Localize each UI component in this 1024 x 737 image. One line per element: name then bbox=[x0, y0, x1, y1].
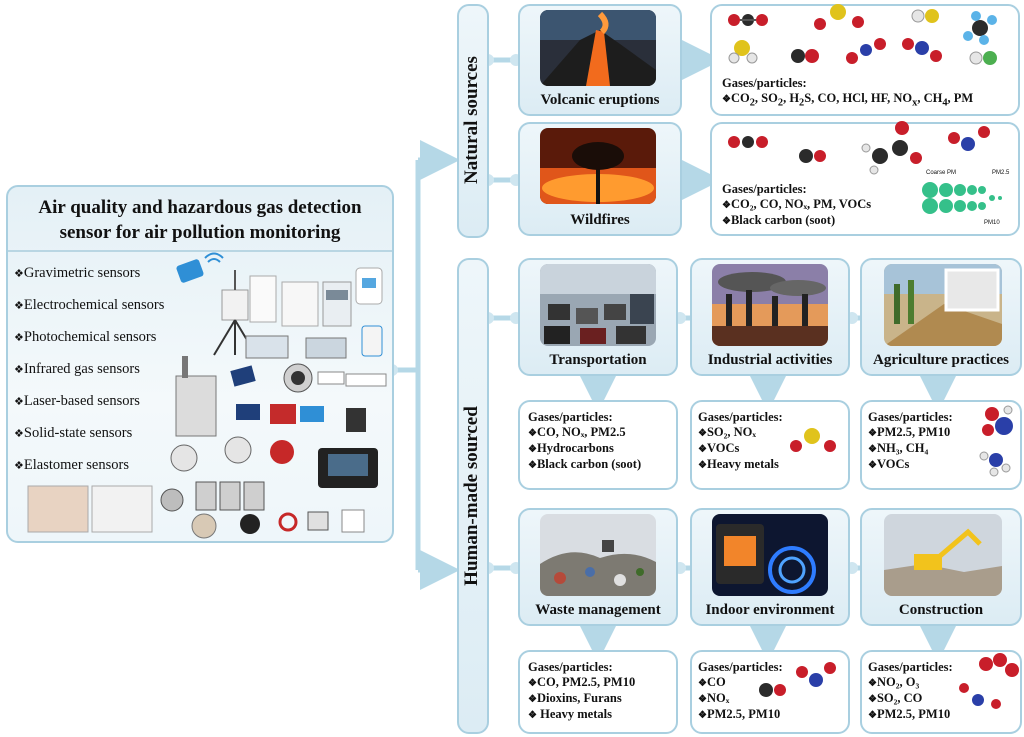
volcanic-eruptions-title: Volcanic eruptions bbox=[540, 92, 660, 108]
waste-management-title: Waste management bbox=[535, 602, 661, 618]
volcano-image bbox=[540, 10, 656, 86]
waste-gases-text: Gases/particles: CO, PM2.5, PM10 Dioxins… bbox=[528, 660, 635, 723]
construction-title: Construction bbox=[898, 602, 984, 618]
indoor-environment-title: Indoor environment bbox=[705, 602, 835, 618]
agriculture-image bbox=[884, 264, 1002, 346]
agriculture-title: Agriculture practices bbox=[873, 352, 1009, 368]
volcanic-gases-text: Gases/particles: CO2, SO2, H2S, CO, HCl,… bbox=[722, 76, 973, 111]
human-made-label: Human-made sourced bbox=[461, 406, 482, 586]
construction-gases-text: Gases/particles: NO₂, O₃ SO₂, CO PM2.5, … bbox=[868, 660, 953, 723]
indoor-environment-image bbox=[712, 514, 828, 596]
wildfire-image bbox=[540, 128, 656, 204]
volcanic-gases-list: CO2, SO2, H2S, CO, HCl, HF, NOx, CH4, PM bbox=[722, 91, 973, 111]
transportation-image bbox=[540, 264, 656, 346]
industrial-gases-text: Gases/particles: SO₂, NOₓ VOCs Heavy met… bbox=[698, 410, 783, 473]
sensor-item-gravimetric: Gravimetric sensors bbox=[14, 265, 140, 282]
human-made-bar bbox=[457, 258, 489, 734]
natural-sources-bar bbox=[457, 4, 489, 238]
industrial-image bbox=[712, 264, 828, 346]
transportation-title: Transportation bbox=[549, 352, 647, 368]
sensor-item-electrochemical: Electrochemical sensors bbox=[14, 297, 165, 314]
construction-image bbox=[884, 514, 1002, 596]
agriculture-gases-text: Gases/particles: PM2.5, PM10 NH₃, CH₄ VO… bbox=[868, 410, 953, 473]
sensor-item-solid-state: Solid-state sensors bbox=[14, 425, 132, 442]
sensor-item-elastomer: Elastomer sensors bbox=[14, 457, 129, 474]
waste-management-image bbox=[540, 514, 656, 596]
industrial-title: Industrial activities bbox=[707, 352, 833, 368]
pm-inset-label-pm10: PM10 bbox=[984, 220, 1000, 226]
wildfire-gases-text: Gases/particles: CO₂, CO, NOₓ, PM, VOCs … bbox=[722, 182, 871, 229]
sensor-panel-divider bbox=[8, 250, 392, 252]
indoor-gases-text: Gases/particles: CO NOₓ PM2.5, PM10 bbox=[698, 660, 783, 723]
sensor-item-laser: Laser-based sensors bbox=[14, 393, 140, 410]
natural-sources-label: Natural sources bbox=[461, 56, 482, 184]
sensor-panel-title: Air quality and hazardous gas detection … bbox=[38, 197, 362, 243]
sensor-item-photochemical: Photochemical sensors bbox=[14, 329, 157, 346]
pm-inset-label-coarse: Coarse PM bbox=[926, 170, 957, 176]
sensor-item-infrared: Infrared gas sensors bbox=[14, 361, 140, 378]
wildfires-title: Wildfires bbox=[570, 212, 630, 228]
transportation-gases-text: Gases/particles: CO, NOₓ, PM2.5 Hydrocar… bbox=[528, 410, 641, 473]
pm-inset-label-pm25: PM2.5 bbox=[992, 170, 1010, 176]
